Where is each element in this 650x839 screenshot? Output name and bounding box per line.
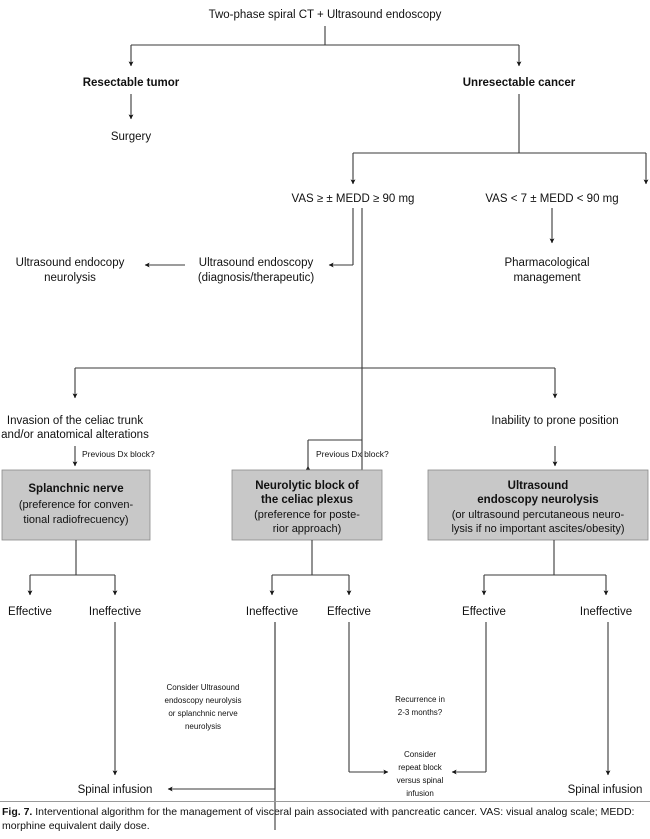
node-unresectable-cancer-label: Unresectable cancer — [463, 77, 576, 89]
node-root-label: Two-phase spiral CT + Ultrasound endosco… — [209, 9, 442, 21]
node-us-neurolysis-line2: neurolysis — [44, 272, 96, 284]
node-us-endoscopy-line2: (diagnosis/therapeutic) — [198, 272, 315, 284]
note-consider-line1: Consider Ultrasound — [167, 683, 240, 692]
figure-number: Fig. 7. — [2, 806, 33, 818]
node-vas-low-label: VAS < 7 ± MEDD < 90 mg — [485, 193, 618, 205]
note-recurrence-line2: 2-3 months? — [398, 708, 443, 717]
node-spinal-infusion-right: Spinal infusion — [568, 784, 643, 796]
box-usendoscopy-line3: (or ultrasound percutaneous neuro- — [452, 509, 625, 521]
edge-effective3-to-repeat — [451, 622, 487, 775]
node-vas-high-label: VAS ≥ ± MEDD ≥ 90 mg — [292, 193, 415, 205]
node-repeat-block-line4: infusion — [406, 789, 434, 798]
node-us-endoscopy-line1: Ultrasound endoscopy — [199, 257, 314, 269]
edge-usendoscopy-outcomes — [481, 540, 609, 596]
box-usendoscopy-line2: endoscopy neurolysis — [477, 494, 598, 506]
edge-root-split — [128, 26, 522, 67]
box-neurolytic-block[interactable] — [231, 469, 383, 541]
box-splanchnic-line1: Splanchnic nerve — [28, 483, 123, 495]
node-repeat-block-line2: repeat block — [398, 763, 443, 772]
edge-label-previous-dx-block-mid: Previous Dx block? — [316, 449, 389, 459]
edge-ineffective2-join-spinal — [167, 622, 276, 792]
edge-vas-high-down — [328, 208, 354, 268]
box-neurolytic-line1: Neurolytic block of — [255, 480, 359, 492]
node-invasion-line2: and/or anatomical alterations — [1, 429, 149, 441]
node-repeat-block-line3: versus spinal — [397, 776, 444, 785]
figure-caption-text: Interventional algorithm for the managem… — [2, 806, 635, 832]
outcome-ineffective-1: Ineffective — [89, 606, 141, 618]
figure-caption: Fig. 7. Interventional algorithm for the… — [2, 806, 648, 834]
edge-unresectable-split — [350, 94, 649, 185]
outcome-effective-1: Effective — [8, 606, 52, 618]
node-us-neurolysis-line1: Ultrasound endocopy — [16, 257, 125, 269]
edge-splanchnic-outcomes — [27, 540, 118, 596]
outcome-ineffective-2: Ineffective — [246, 606, 298, 618]
box-splanchnic-nerve[interactable] — [1, 469, 151, 541]
note-recurrence-line1: Recurrence in — [395, 695, 445, 704]
node-repeat-block-line1: Consider — [404, 750, 436, 759]
box-usendoscopy-line1: Ultrasound — [508, 480, 569, 492]
outcome-effective-3: Effective — [462, 606, 506, 618]
node-pharmacological-line1: Pharmacological — [504, 257, 589, 269]
box-usendoscopy-line4: lysis if no important ascites/obesity) — [451, 523, 624, 535]
box-neurolytic-line4: rior approach) — [273, 523, 341, 535]
box-neurolytic-line2: the celiac plexus — [261, 494, 353, 506]
node-inability-prone-label: Inability to prone position — [491, 415, 618, 427]
box-splanchnic-line2: (preference for conven- — [19, 499, 134, 511]
node-pharmacological-line2: management — [513, 272, 581, 284]
edge-label-previous-dx-block-left: Previous Dx block? — [82, 449, 155, 459]
outcome-ineffective-3: Ineffective — [580, 606, 632, 618]
outcome-effective-2: Effective — [327, 606, 371, 618]
box-ultrasound-endoscopy-neurolysis[interactable] — [427, 469, 649, 541]
node-spinal-infusion-left: Spinal infusion — [78, 784, 153, 796]
edge-effective2-to-repeat — [348, 622, 389, 775]
node-resectable-tumor-label: Resectable tumor — [83, 77, 180, 89]
edge-distribution-bar — [72, 367, 558, 399]
note-consider-line2: endoscopy neurolysis — [165, 696, 242, 705]
node-invasion-line1: Invasion of the celiac trunk — [7, 415, 143, 427]
note-consider-line3: or splanchnic nerve — [168, 709, 238, 718]
node-surgery-label: Surgery — [111, 131, 152, 143]
box-splanchnic-line3: tional radiofrecuency) — [23, 514, 128, 526]
caption-divider — [0, 801, 650, 802]
box-neurolytic-line3: (preference for poste- — [254, 509, 360, 521]
note-consider-line4: neurolysis — [185, 722, 221, 731]
edge-neurolytic-outcomes — [269, 540, 352, 596]
